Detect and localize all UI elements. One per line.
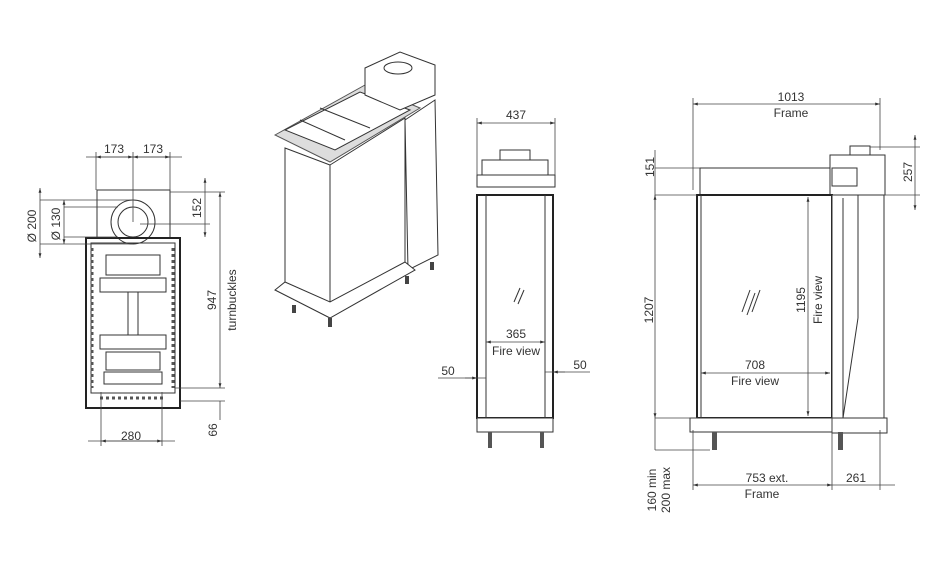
dim-turnbuckles-note: turnbuckles: [225, 269, 239, 330]
dim-173-right: 173: [143, 142, 163, 156]
dim-753: 753 ext.: [746, 471, 789, 485]
dim-753-label: Frame: [745, 487, 780, 501]
dim-1195: 1195: [794, 287, 808, 313]
isometric-view: [273, 51, 439, 327]
dim-151: 151: [643, 157, 657, 177]
dim-50-right: 50: [573, 358, 587, 372]
body-outline: [85, 237, 181, 409]
dim-200-max: 200 max: [659, 467, 673, 513]
dim-261: 261: [846, 471, 866, 485]
dim-708: 708: [745, 358, 765, 372]
dim-160-min: 160 min: [645, 469, 659, 512]
dim-1013-label: Frame: [774, 106, 809, 120]
dim-173-left: 173: [104, 142, 124, 156]
dim-dia-200: Ø 200: [25, 209, 39, 242]
dim-1207: 1207: [642, 296, 656, 323]
dim-dia-130: Ø 130: [49, 207, 63, 240]
dim-947: 947: [205, 290, 219, 310]
top-view: 173 173 Ø 200 Ø 130 152 947 turnbuckles …: [25, 142, 239, 446]
dim-50-left: 50: [441, 364, 455, 378]
side-view: 1013 Frame 151 257 1207 1195 Fire view 7…: [642, 90, 920, 513]
front-view: 437 365 Fire view 50 50: [438, 108, 590, 448]
dim-280: 280: [121, 429, 141, 443]
dim-437: 437: [506, 108, 526, 122]
dim-1195-label: Fire view: [811, 276, 825, 324]
dim-708-label: Fire view: [731, 374, 779, 388]
dim-152: 152: [190, 198, 204, 218]
dim-257: 257: [901, 162, 915, 182]
dim-365: 365: [506, 327, 526, 341]
flue-box: [96, 189, 171, 239]
dim-1013: 1013: [778, 90, 805, 104]
dim-66: 66: [206, 423, 220, 437]
front-body: [476, 194, 554, 419]
dim-365-label: Fire view: [492, 344, 540, 358]
